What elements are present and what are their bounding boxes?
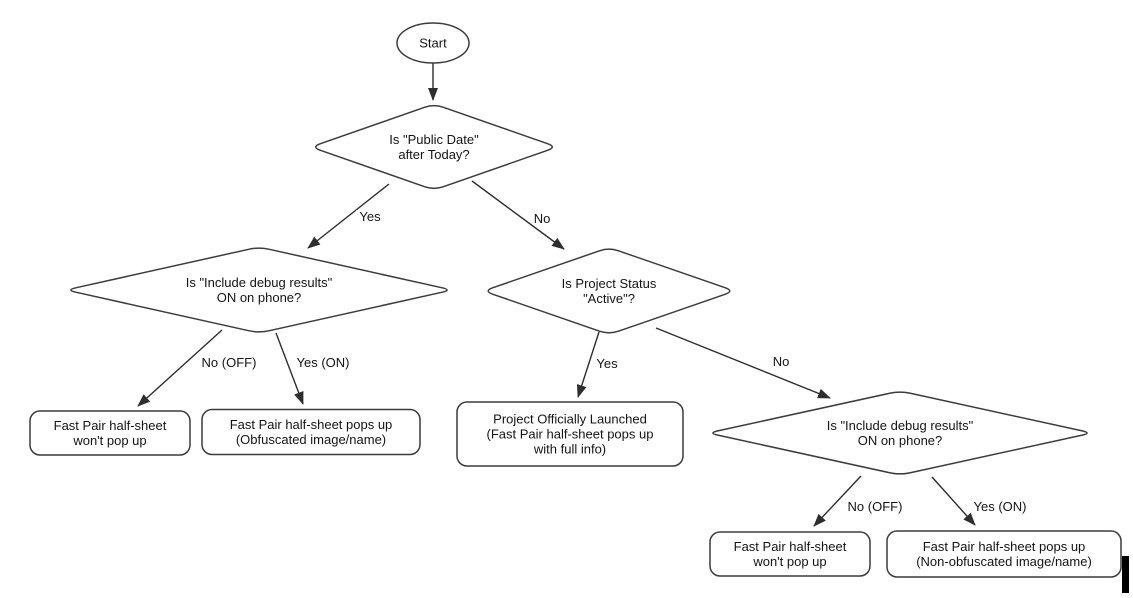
node-leaf-obfuscated: Fast Pair half-sheet pops up(Obfuscated … [201,408,421,456]
edge-project-status-no-line [655,327,831,399]
node-q-public-date: Is "Public Date"after Today? [314,104,554,190]
text-cursor-artifact [1122,556,1129,593]
leaf-wont-pop-up-right-shape [709,531,871,577]
edge-public-date-no: No [471,180,565,250]
node-leaf-non-obfuscated: Fast Pair half-sheet pops up(Non-obfusca… [886,530,1122,578]
q-debug-left-label: Is "Include debug results"ON on phone? [186,275,333,305]
edge-project-status-yes-line [576,331,600,398]
edge-debug-right-no-off: No (OFF) [813,475,904,527]
node-leaf-launched: Project Officially Launched(Fast Pair ha… [456,401,684,467]
node-q-debug-right: Is "Include debug results"ON on phone? [712,391,1088,475]
edge-project-status-yes: Yes [576,331,620,398]
edge-debug-left-no-off-label: No (OFF) [202,355,257,370]
edge-debug-left-yes-on-label: Yes (ON) [297,355,350,370]
edge-project-status-no: No [655,327,831,399]
edge-public-date-yes-line [307,183,390,249]
edge-debug-left-no-off-line [137,329,223,407]
leaf-launched-shape [456,401,684,467]
start-label: Start [419,36,447,51]
edge-project-status-yes-label: Yes [596,356,618,371]
q-public-date-label: Is "Public Date"after Today? [389,132,479,162]
q-project-status-label: Is Project Status"Active"? [562,276,657,306]
edge-debug-left-yes-on-line [275,332,304,405]
edge-debug-right-no-off-label: No (OFF) [848,499,903,514]
leaf-wont-pop-up-left-shape [29,410,191,456]
leaf-obfuscated-label: Fast Pair half-sheet pops up(Obfuscated … [230,417,393,447]
node-q-project-status: Is Project Status"Active"? [487,248,731,334]
edge-project-status-no-label: No [773,354,790,369]
leaf-non-obfuscated-shape [886,530,1122,578]
leaf-launched-label: Project Officially Launched(Fast Pair ha… [487,412,654,457]
leaf-obfuscated-shape [201,408,421,456]
node-start: Start [396,22,470,64]
start-shape [396,22,470,64]
edge-public-date-yes-label: Yes [359,209,381,224]
q-debug-left-shape [70,247,448,333]
edge-debug-right-yes-on-label: Yes (ON) [974,499,1027,514]
edge-debug-right-no-off-line [813,475,862,527]
edge-public-date-no-label: No [534,211,551,226]
edge-debug-left-yes-on: Yes (ON) [275,332,351,405]
edge-debug-right-yes-on-line [931,476,976,526]
q-public-date-shape [314,104,554,190]
node-q-debug-left: Is "Include debug results"ON on phone? [70,247,448,333]
q-project-status-shape [487,248,731,334]
edge-public-date-no-line [471,180,565,250]
leaf-non-obfuscated-label: Fast Pair half-sheet pops up(Non-obfusca… [916,539,1092,569]
q-debug-right-shape [712,391,1088,475]
edge-public-date-yes: Yes [307,183,390,249]
q-debug-right-label: Is "Include debug results"ON on phone? [827,418,974,448]
edge-debug-left-no-off: No (OFF) [137,329,258,407]
edge-debug-right-yes-on: Yes (ON) [931,476,1028,526]
